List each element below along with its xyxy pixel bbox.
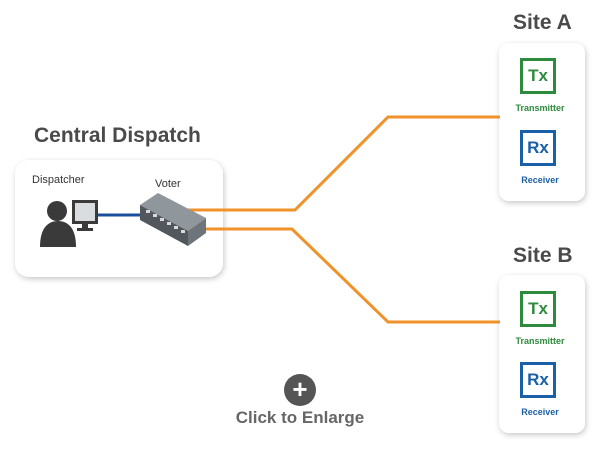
site-a-panel bbox=[499, 43, 585, 201]
central-dispatch-panel bbox=[15, 160, 223, 277]
voter-device-icon bbox=[140, 193, 206, 246]
link-to-site-a bbox=[185, 115, 500, 212]
link-to-site-b bbox=[185, 227, 500, 324]
click-to-enlarge-button[interactable]: + Click to Enlarge bbox=[200, 370, 400, 434]
dispatcher-person-icon bbox=[40, 201, 76, 247]
site-b-panel bbox=[499, 275, 585, 433]
monitor-icon bbox=[72, 200, 98, 231]
enlarge-label[interactable]: Click to Enlarge bbox=[235, 408, 365, 427]
plus-circle-icon[interactable]: + bbox=[284, 374, 316, 406]
